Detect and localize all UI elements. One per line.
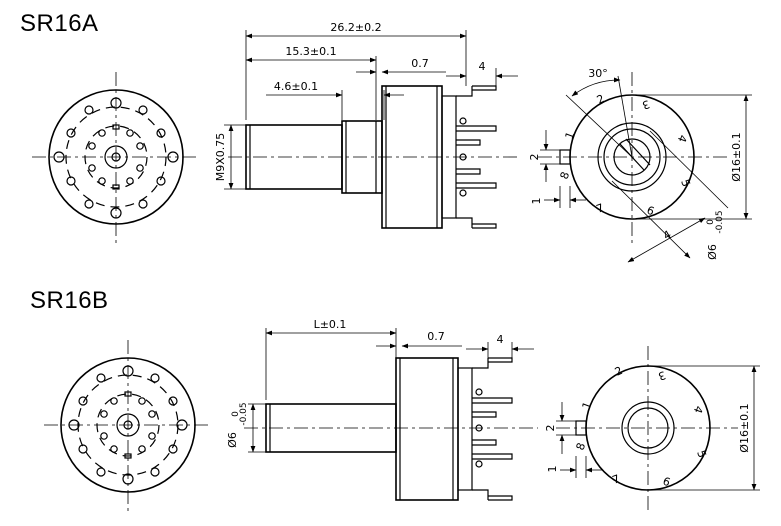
sr16b-pin-t-label: 1	[546, 466, 559, 473]
sr16a-pos-7: 7	[595, 201, 606, 216]
sr16a-shaft-label: Ø6	[706, 244, 719, 260]
sr16a-pin-t-label: 1	[530, 198, 543, 205]
sr16a-pos-3: 3	[640, 97, 651, 112]
sr16b-pos-2: 2	[613, 364, 625, 379]
sr16a-shaft-tol-up: 0	[706, 219, 716, 225]
sr16b-pos-1: 1	[580, 400, 595, 411]
sr16a-pos-4: 4	[675, 133, 690, 144]
sr16a-body-label: 15.3±0.1	[285, 45, 336, 58]
sr16b-front-dimensions: 2 1 Ø16±0.1	[544, 365, 760, 491]
sr16b-pos-8: 8	[574, 441, 589, 452]
sr16b-pin-w-label: 2	[544, 425, 557, 432]
sr16b-pos-5: 5	[694, 449, 709, 460]
sr16a-bush-label: 4.6±0.1	[274, 80, 318, 93]
sr16a-pos-1: 1	[563, 130, 578, 141]
sr16b-dimensions: L±0.1 0.7 4 Ø6 0 -0.05	[226, 318, 534, 453]
sr16b-pos-4: 4	[691, 404, 706, 415]
sr16a-angle-label: 30°	[588, 67, 608, 80]
sr16b-title: SR16B	[30, 287, 109, 314]
sr16b-rear-view	[44, 340, 212, 512]
sr16b-shaft-tol-up: 0	[231, 411, 241, 417]
sr16a-dimensions: 26.2±0.2 15.3±0.1 4.6±0.1 0.7 4 M9X0.75	[214, 21, 518, 190]
sr16b-pos-3: 3	[656, 368, 667, 383]
sr16b-gap-label: 0.7	[427, 330, 445, 343]
sr16a-thread-label: M9X0.75	[214, 133, 227, 182]
sr16a-pos-5: 5	[678, 178, 693, 189]
sr16a-length-label: 26.2±0.2	[330, 21, 381, 34]
sr16a-pin-w-label: 2	[528, 154, 541, 161]
sr16a-pos-2: 2	[595, 92, 607, 107]
sr16a-shaft-tol-low: -0.05	[715, 210, 725, 233]
sr16a-gap-label: 0.7	[411, 57, 429, 70]
sr16a-pos-8: 8	[558, 170, 573, 181]
sr16b-length-label: L±0.1	[314, 318, 347, 331]
sr16b-side-view	[244, 357, 538, 501]
sr16b-front-view: 1 2 3 4 5 6 7 8	[556, 346, 738, 512]
sr16b-shaft-label: Ø6	[226, 432, 239, 448]
sr16b-pos-7: 7	[611, 472, 622, 487]
sr16a-pin-label: 4	[479, 60, 486, 73]
sr16b-pos-6: 6	[661, 475, 672, 490]
sr16b-dia-label: Ø16±0.1	[738, 403, 751, 452]
sr16a-rear-view	[32, 72, 200, 245]
sr16a-side-view	[228, 85, 520, 229]
sr16a-title: SR16A	[20, 10, 99, 37]
sr16b-pin-label: 4	[497, 333, 504, 346]
sr16a-dia-label: Ø16±0.1	[730, 132, 743, 181]
sr16b-shaft-tol-low: -0.05	[239, 402, 249, 425]
sr16a-pos-6: 6	[645, 204, 656, 219]
